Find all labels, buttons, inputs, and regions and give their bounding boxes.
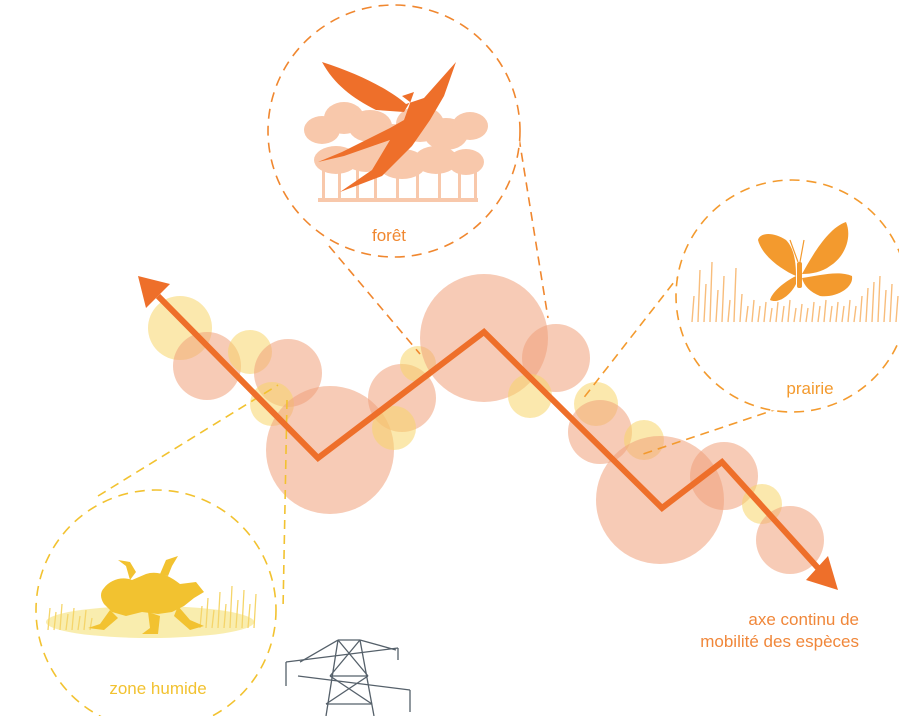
axis-polyline	[155, 293, 821, 571]
blob	[173, 332, 241, 400]
connector-forest-right	[518, 137, 549, 319]
wetland-label: zone humide	[109, 679, 206, 698]
forest-habitat: forêt	[267, 4, 521, 258]
reeds-icon	[47, 585, 257, 631]
meadow-habitat: prairie	[675, 179, 899, 413]
connector-meadow-bottom	[639, 407, 781, 456]
blob	[420, 274, 548, 402]
blob	[522, 324, 590, 392]
connector-wetland-right	[282, 399, 288, 611]
meadow-label: prairie	[786, 379, 833, 398]
blob	[690, 442, 758, 510]
blob	[568, 400, 632, 464]
connector-wetland-left	[97, 384, 279, 497]
arrowhead-start	[138, 276, 170, 308]
frog-icon	[88, 556, 204, 634]
power-pylon-icon	[285, 639, 411, 716]
meadow-dashed-circle	[675, 179, 899, 413]
forest-label: forêt	[372, 226, 406, 245]
axis-caption-line2: mobilité des espèces	[700, 632, 859, 651]
mobility-axis-caption: axe continu de mobilité des espèces	[700, 609, 859, 653]
axis-caption-line1: axe continu de	[748, 610, 859, 629]
arrowhead-end	[806, 556, 838, 590]
blob	[372, 406, 416, 450]
grass-icon	[691, 261, 899, 323]
wetland-habitat: zone humide	[35, 489, 277, 716]
mobility-axis-arrow	[138, 276, 838, 590]
butterfly-icon	[758, 222, 853, 302]
bird-icon	[318, 62, 456, 192]
connector-forest-left	[328, 245, 421, 355]
